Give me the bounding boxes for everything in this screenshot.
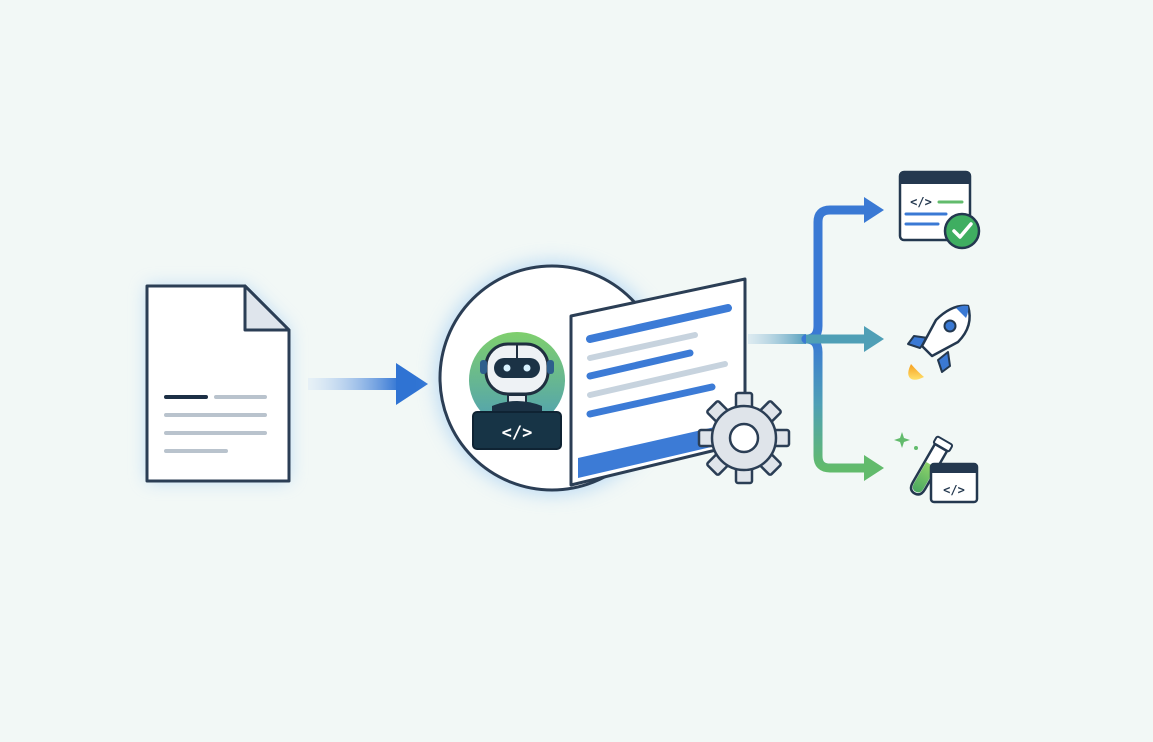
code-glyph: </> bbox=[910, 195, 932, 209]
arrow-right-icon bbox=[308, 363, 428, 405]
robot-coder-icon: </> bbox=[469, 332, 565, 450]
arrow-head-bottom bbox=[864, 455, 884, 481]
laptop-code-glyph: </> bbox=[502, 423, 533, 443]
code-glyph: </> bbox=[943, 483, 965, 497]
arrow-head-middle bbox=[864, 326, 884, 352]
code-window-check-icon: </> bbox=[898, 170, 981, 250]
rocket-icon bbox=[907, 304, 971, 380]
branch-arrows bbox=[748, 197, 884, 481]
test-tube-code-icon: </> bbox=[894, 432, 979, 504]
check-icon bbox=[943, 212, 981, 250]
gear-icon bbox=[697, 391, 791, 485]
arrow-head-top bbox=[864, 197, 884, 223]
sparkle-icon bbox=[894, 432, 910, 448]
processor: </> bbox=[435, 261, 791, 495]
document-icon bbox=[145, 284, 291, 483]
